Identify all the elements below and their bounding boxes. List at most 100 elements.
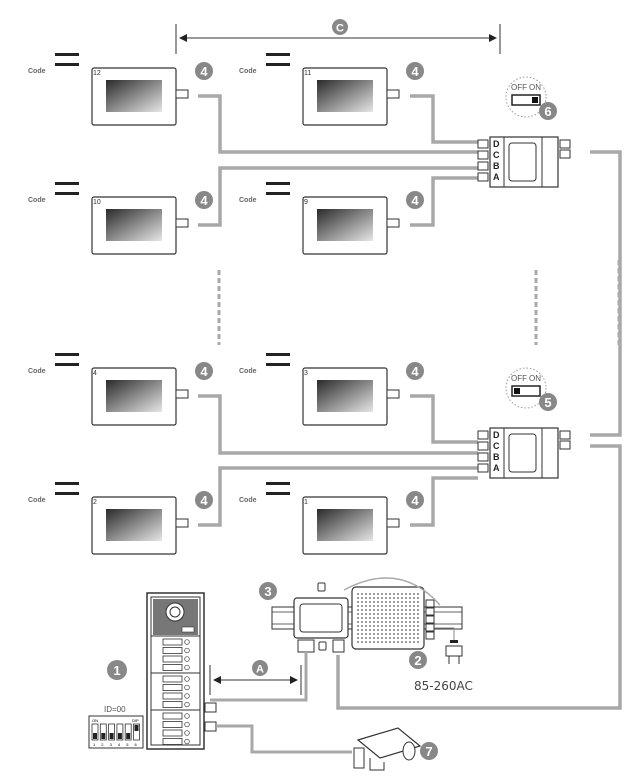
monitor-number: 4 bbox=[93, 370, 97, 377]
code-label: Code bbox=[28, 368, 46, 375]
code-bar-icon bbox=[55, 353, 79, 356]
code-label: Code bbox=[239, 497, 257, 504]
call-button[interactable] bbox=[162, 701, 183, 708]
badge-4: 4 bbox=[200, 193, 208, 208]
call-button[interactable] bbox=[162, 721, 183, 728]
connector-icon bbox=[175, 389, 189, 399]
code-bar-icon bbox=[266, 182, 290, 185]
monitor-number: 12 bbox=[93, 70, 101, 77]
badge-4: 4 bbox=[411, 493, 419, 508]
port-label: A bbox=[493, 463, 500, 473]
code-bar-icon bbox=[266, 53, 290, 56]
call-button[interactable] bbox=[162, 664, 183, 671]
monitor-screen bbox=[106, 209, 162, 241]
call-button[interactable] bbox=[162, 692, 183, 700]
dimension-c-label: C bbox=[336, 23, 344, 35]
code-label: Code bbox=[28, 497, 46, 504]
code-bar-icon bbox=[266, 353, 290, 356]
call-button[interactable] bbox=[162, 638, 183, 646]
cctv-camera: 7 bbox=[353, 727, 438, 771]
dimension-a: A bbox=[209, 660, 302, 695]
monitor: Code 2 4 bbox=[28, 482, 213, 555]
call-button[interactable] bbox=[162, 647, 183, 654]
dimension-a-label: A bbox=[256, 664, 264, 676]
dip-number: 2 bbox=[101, 742, 104, 747]
port-connector-icon bbox=[477, 172, 489, 182]
dip-switch[interactable] bbox=[124, 723, 132, 741]
termination-switch[interactable] bbox=[511, 94, 541, 106]
port-connector-icon bbox=[477, 161, 489, 171]
monitor-number: 11 bbox=[304, 70, 311, 77]
monitor-screen bbox=[317, 509, 373, 541]
dip-switch[interactable] bbox=[108, 723, 115, 741]
monitor-number: 10 bbox=[93, 199, 101, 206]
switch-on-label: ON bbox=[529, 374, 541, 383]
badge-4: 4 bbox=[200, 364, 208, 379]
dip-number: 1 bbox=[93, 742, 96, 747]
badge-c-icon bbox=[332, 19, 348, 35]
switch-off-label: OFF bbox=[511, 374, 527, 383]
dip-number: 4 bbox=[118, 742, 121, 747]
lower-wires bbox=[198, 394, 622, 710]
switch-knob bbox=[532, 97, 538, 103]
connector-icon bbox=[175, 89, 189, 99]
switch-on-label: ON bbox=[529, 83, 541, 92]
dip-number: 3 bbox=[110, 742, 113, 747]
code-label: Code bbox=[28, 68, 46, 75]
port-label: C bbox=[493, 150, 500, 160]
dip-on-label: ON bbox=[92, 718, 98, 723]
dip-switch[interactable] bbox=[116, 723, 124, 741]
monitor-screen bbox=[317, 209, 373, 241]
port-label: D bbox=[493, 139, 500, 149]
badge-4: 4 bbox=[200, 64, 208, 79]
call-button[interactable] bbox=[162, 675, 183, 683]
call-button[interactable] bbox=[162, 712, 183, 720]
dip-number: 6 bbox=[135, 742, 138, 747]
voltage-label: 85-260AC bbox=[414, 679, 473, 693]
call-button[interactable] bbox=[162, 655, 183, 663]
monitor-screen bbox=[317, 380, 373, 412]
dip-switch[interactable] bbox=[133, 723, 140, 741]
code-bar-icon bbox=[55, 63, 79, 66]
monitor: Code 10 4 bbox=[28, 182, 213, 255]
call-button[interactable] bbox=[162, 684, 183, 691]
port-label: D bbox=[493, 430, 500, 440]
port-connector-icon bbox=[477, 452, 489, 462]
code-bar-icon bbox=[55, 482, 79, 485]
code-bar-icon bbox=[266, 492, 290, 495]
dimension-c: C bbox=[175, 19, 501, 54]
monitor-number: 3 bbox=[304, 370, 308, 377]
code-bar-icon bbox=[55, 363, 79, 366]
dip-number: 5 bbox=[126, 742, 129, 747]
monitor: Code 1 4 bbox=[239, 482, 424, 555]
code-bar-icon bbox=[266, 482, 290, 485]
call-button[interactable] bbox=[162, 729, 183, 737]
monitor-number: 2 bbox=[93, 499, 97, 506]
port-connector-icon bbox=[477, 139, 489, 149]
distributor-badge: 5 bbox=[544, 395, 551, 410]
code-bar-icon bbox=[266, 192, 290, 195]
termination-switch[interactable] bbox=[511, 385, 541, 397]
badge-4: 4 bbox=[200, 493, 208, 508]
port-connector-icon bbox=[477, 463, 489, 473]
port-label: B bbox=[493, 452, 500, 462]
code-label: Code bbox=[28, 197, 46, 204]
connector-icon bbox=[175, 218, 189, 228]
monitor-number: 1 bbox=[304, 499, 308, 506]
dip-switch[interactable] bbox=[99, 723, 107, 741]
badge-4: 4 bbox=[411, 364, 419, 379]
badge-7: 7 bbox=[425, 744, 432, 759]
code-bar-icon bbox=[55, 492, 79, 495]
connector-icon bbox=[386, 89, 400, 99]
dip-switch[interactable] bbox=[91, 723, 99, 741]
code-bar-icon bbox=[55, 53, 79, 56]
call-button[interactable] bbox=[162, 738, 183, 745]
badge-2: 2 bbox=[414, 653, 421, 668]
port-connector-icon bbox=[477, 150, 489, 160]
connector-icon bbox=[386, 518, 400, 528]
